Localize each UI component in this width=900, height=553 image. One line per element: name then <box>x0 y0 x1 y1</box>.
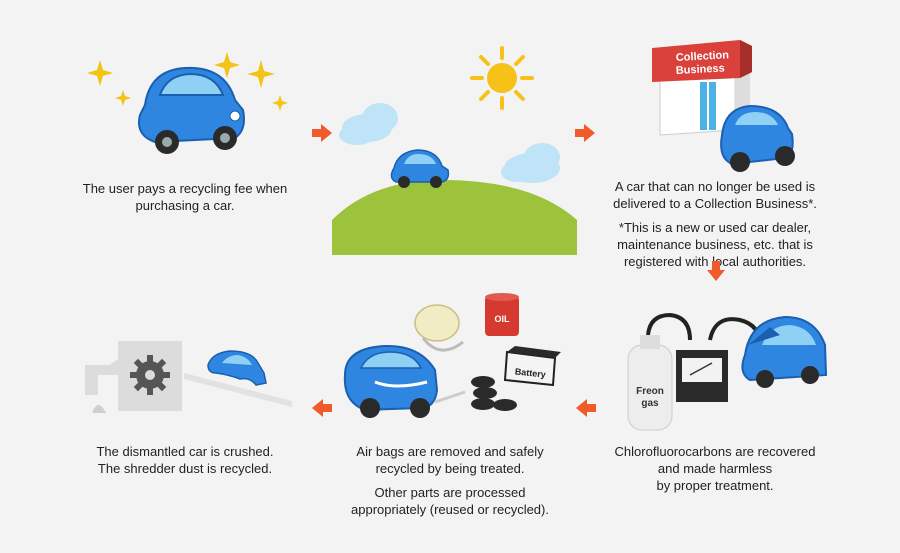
flow-arrow-3 <box>707 261 725 281</box>
flow-arrow-1 <box>312 124 332 142</box>
cloud-icon <box>339 103 398 145</box>
car-shell-icon <box>207 350 267 386</box>
oil-drum-icon <box>485 293 519 336</box>
battery-icon <box>503 346 561 387</box>
step6-caption: The dismantled car is crushed. The shredd… <box>65 443 305 484</box>
step3-note-line2: maintenance business, etc. that is <box>617 237 813 252</box>
cloud-icon <box>501 143 560 183</box>
gear-icon <box>130 355 170 395</box>
step3-note-line1: *This is a new or used car dealer, <box>618 220 812 235</box>
step5-caption: Air bags are removed and safely recycled … <box>320 443 580 525</box>
step5-illustration: OIL Battery <box>335 290 565 425</box>
tank-label-line2: gas <box>641 398 659 409</box>
step5-caption-line1: Air bags are removed and safely <box>356 444 544 459</box>
step5-note-line2: appropriately (reused or recycled). <box>351 502 549 517</box>
step6-caption-line1: The dismantled car is crushed. <box>96 444 274 459</box>
car-icon <box>138 66 245 154</box>
step4-caption-line3: by proper treatment. <box>656 478 774 493</box>
step4-caption-line1: Chlorofluorocarbons are recovered <box>614 444 816 459</box>
car-icon <box>720 104 795 172</box>
step4-caption-line2: and made harmless <box>657 461 773 476</box>
car-icon <box>390 149 450 188</box>
step3-caption: A car that can no longer be used is deliv… <box>585 178 845 277</box>
step4-caption: Chlorofluorocarbons are recovered and mad… <box>590 443 840 501</box>
step3-illustration: Collection Business <box>640 40 820 175</box>
step1-caption: The user pays a recycling fee when purcha… <box>60 180 310 221</box>
step6-caption-line2: The shredder dust is recycled. <box>97 461 273 476</box>
flow-arrow-5 <box>312 399 332 417</box>
sparkle-icon <box>87 52 288 111</box>
conveyor-ramp <box>184 373 292 407</box>
recovery-machine-icon <box>676 350 728 402</box>
airbag-icon <box>414 304 464 352</box>
step2-illustration <box>332 40 577 255</box>
step6-illustration <box>80 335 295 415</box>
building-icon <box>652 40 752 136</box>
sun-icon <box>470 46 534 110</box>
flow-arrow-4 <box>576 399 596 417</box>
step1-illustration <box>85 50 305 170</box>
oil-label: OIL <box>495 314 511 324</box>
step3-caption-line2: delivered to a Collection Business*. <box>613 196 817 211</box>
tank-label-line1: Freon <box>636 386 664 397</box>
gas-tank-icon <box>627 335 673 431</box>
tire-stack-icon <box>471 376 517 411</box>
step5-caption-line2: recycled by being treated. <box>375 461 525 476</box>
battery-label: Battery <box>514 366 546 379</box>
flow-arrow-2 <box>575 124 595 142</box>
step1-caption-line2: purchasing a car. <box>135 198 235 213</box>
step1-caption-line1: The user pays a recycling fee when <box>82 181 288 196</box>
sign-line2: Business <box>676 62 725 77</box>
step5-note-line1: Other parts are processed <box>374 485 526 500</box>
step3-caption-line1: A car that can no longer be used is <box>614 179 816 194</box>
step4-illustration: Freon gas <box>620 305 830 435</box>
car-icon <box>741 315 828 388</box>
shredder-icon <box>85 341 182 413</box>
hill-shape <box>332 180 577 255</box>
dismantled-car-icon <box>343 344 466 418</box>
sign-line1: Collection <box>676 49 730 64</box>
